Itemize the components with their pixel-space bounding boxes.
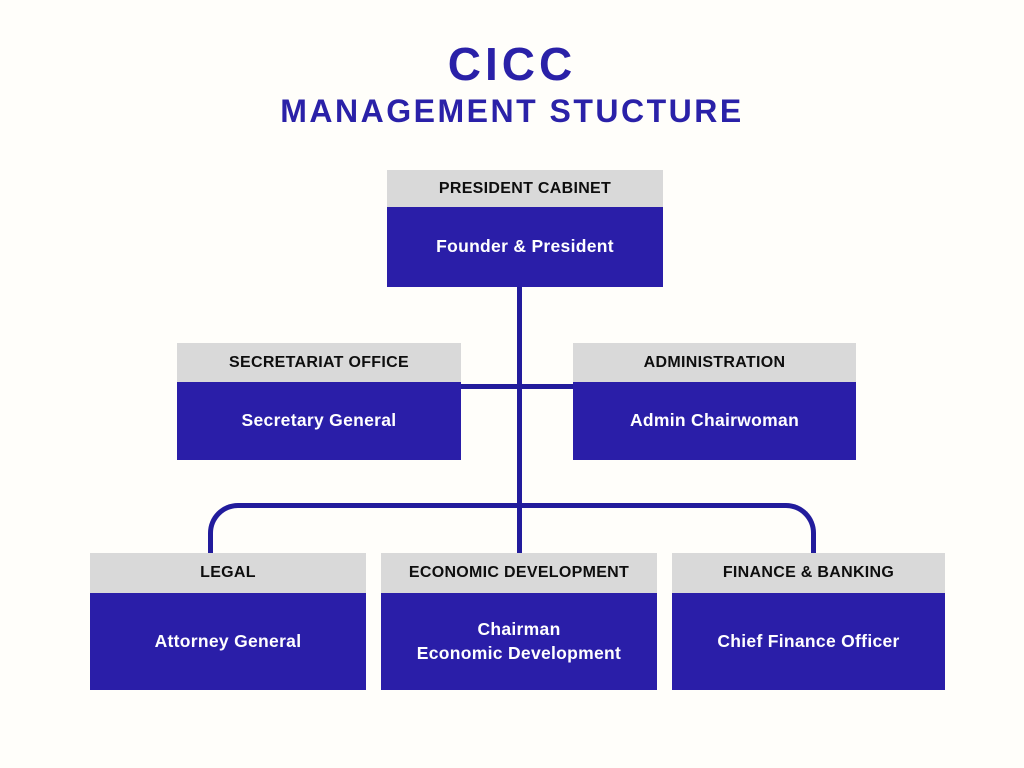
node-department-label: PRESIDENT CABINET [387, 170, 663, 207]
node-secretariat-office: SECRETARIAT OFFICE Secretary General [177, 343, 461, 460]
connector-president-vertical [517, 287, 522, 555]
chart-title-block: CICC MANAGEMENT STUCTURE [0, 38, 1024, 129]
node-economic-development: ECONOMIC DEVELOPMENT Chairman Economic D… [381, 553, 657, 690]
connector-level2-horizontal [459, 384, 575, 389]
node-role-label: Chief Finance Officer [672, 593, 945, 690]
node-role-label: Chairman Economic Development [381, 593, 657, 690]
node-department-label: LEGAL [90, 553, 366, 593]
node-role-label: Founder & President [387, 207, 663, 287]
node-role-label: Secretary General [177, 382, 461, 460]
node-administration: ADMINISTRATION Admin Chairwoman [573, 343, 856, 460]
node-role-label: Attorney General [90, 593, 366, 690]
node-role-line1: Chairman [477, 618, 561, 639]
node-finance-banking: FINANCE & BANKING Chief Finance Officer [672, 553, 945, 690]
chart-subtitle: MANAGEMENT STUCTURE [280, 93, 744, 129]
node-legal: LEGAL Attorney General [90, 553, 366, 690]
node-president-cabinet: PRESIDENT CABINET Founder & President [387, 170, 663, 287]
node-department-label: ADMINISTRATION [573, 343, 856, 382]
node-department-label: ECONOMIC DEVELOPMENT [381, 553, 657, 593]
node-role-line2: Economic Development [416, 642, 622, 663]
node-department-label: SECRETARIAT OFFICE [177, 343, 461, 382]
connector-level3-bracket [208, 503, 816, 554]
chart-title: CICC [447, 38, 577, 90]
node-role-label: Admin Chairwoman [573, 382, 856, 460]
node-department-label: FINANCE & BANKING [672, 553, 945, 593]
